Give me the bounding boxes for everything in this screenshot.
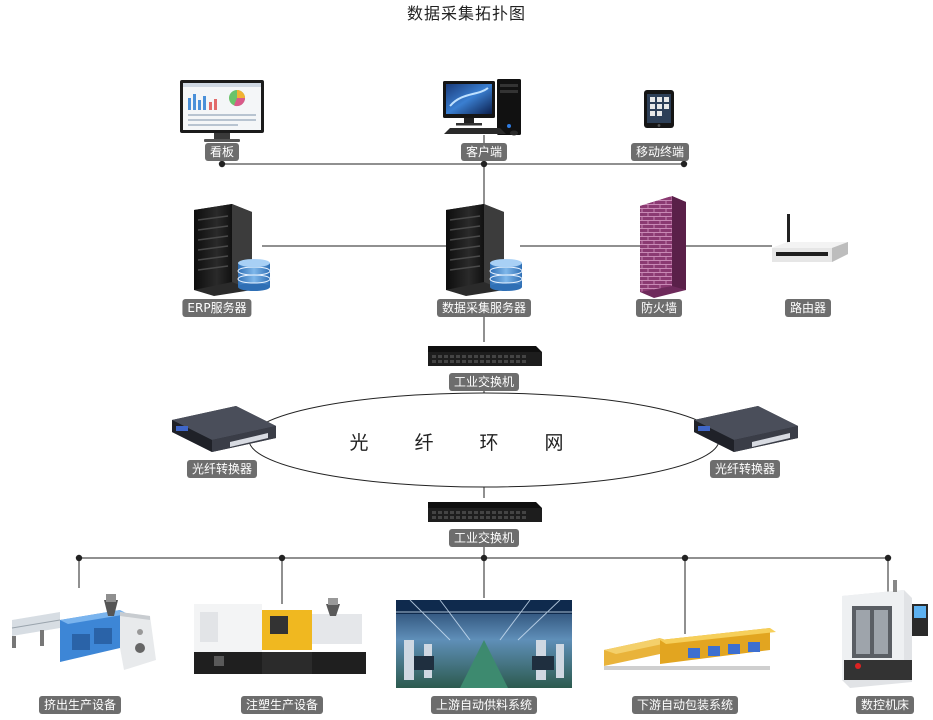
firewall-icon [640,196,686,298]
collect-database-icon [489,259,523,291]
diagram-title: 数据采集拓扑图 [406,4,526,23]
junction-dot [218,160,226,168]
cnc-machine-icon [842,580,928,688]
collect-server-icon [446,204,523,296]
label-mobile: 移动终端 [630,143,690,161]
switch-bottom-icon [428,502,542,522]
label-converter-right: 光纤转换器 [709,460,781,478]
label-cnc: 数控机床 [855,696,915,714]
upstream-factory-photo [396,599,572,688]
label-switch-top: 工业交换机 [448,373,520,391]
label-extrusion: 挤出生产设备 [38,696,122,714]
label-erp-server: ERP服务器 [182,299,252,317]
mobile-tablet-icon [644,90,674,128]
extrusion-machine-icon [11,594,156,670]
label-switch-bottom: 工业交换机 [448,529,520,547]
junction-dot [75,554,83,562]
label-router: 路由器 [784,299,832,317]
label-downstream: 下游自动包装系统 [631,696,739,714]
label-converter-left: 光纤转换器 [186,460,258,478]
junction-dot [480,160,488,168]
junction-dot [884,554,892,562]
label-injection: 注塑生产设备 [240,696,324,714]
erp-server-icon [194,204,271,296]
label-collect-server: 数据采集服务器 [436,299,532,317]
client-computer-icon [443,79,521,136]
erp-database-icon [237,259,271,291]
label-firewall: 防火墙 [635,299,683,317]
converter-right-icon [694,406,798,452]
junction-dot [480,554,488,562]
downstream-packaging-icon [604,628,776,670]
junction-dot [680,160,688,168]
fiber-ring-label: 光 纤 环 网 [349,432,584,454]
injection-machine-icon [194,598,366,674]
label-upstream: 上游自动供料系统 [430,696,538,714]
switch-top-icon [428,346,542,366]
junction-dot [681,554,689,562]
label-dashboard: 看板 [204,143,240,161]
converter-left-icon [172,406,276,452]
label-client: 客户端 [460,143,508,161]
junction-dots [75,160,892,562]
dashboard-monitor-icon [180,80,264,142]
router-icon [772,214,848,262]
junction-dot [278,554,286,562]
